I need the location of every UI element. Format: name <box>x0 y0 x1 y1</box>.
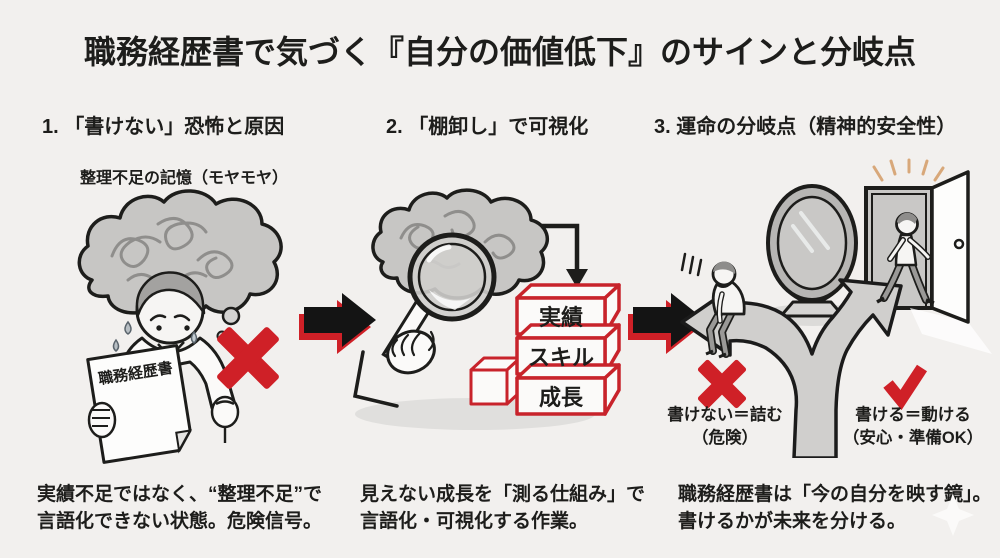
elbow-arrow-icon <box>541 223 588 288</box>
block-label-skill: スキル <box>528 345 594 370</box>
section2-caption: 見えない成長を「測る仕組み」で 言語化・可視化する作業。 <box>360 481 645 535</box>
block-label-jisseki: 実績 <box>539 305 583 330</box>
fork-path <box>680 278 903 458</box>
bad-outcome-line2: （危険） <box>692 429 758 447</box>
good-outcome-line1: 書ける＝動ける <box>855 406 971 424</box>
crossroads-illustration <box>680 158 992 458</box>
hand-icon <box>352 329 436 408</box>
section2-heading: 2. 「棚卸し」で可視化 <box>386 116 589 138</box>
block-label-seichou: 成長 <box>539 385 584 410</box>
door-rays-icon <box>872 158 945 182</box>
arrow-right-icon <box>299 293 376 354</box>
check-mark-icon <box>883 364 928 411</box>
section1-heading: 1. 「書けない」恐怖と原因 <box>42 116 285 138</box>
magnifier-icon <box>381 232 497 365</box>
bad-outcome-line1: 書けない＝詰む <box>667 406 783 424</box>
section3-caption-line2: 書けるかが未来を分ける。 <box>678 511 907 532</box>
walking-person <box>876 212 935 305</box>
sweat-drops-icon <box>112 320 132 352</box>
worried-person-illustration: 職務経歴書 <box>77 189 283 464</box>
section3-caption-line1: 職務経歴書は「今の自分を映す鏡」。 <box>678 484 992 505</box>
resume-paper: 職務経歴書 <box>86 344 192 464</box>
left-hand <box>87 401 117 439</box>
blocks-stack <box>515 283 621 416</box>
right-hand <box>210 395 240 443</box>
mirror-icon <box>766 184 858 318</box>
good-outcome-label: 書ける＝動ける （安心・準備OK） <box>828 404 998 450</box>
section1-sublabel: 整理不足の記憶（モヤモヤ） <box>80 170 289 187</box>
section1-caption-line1: 実績不足ではなく、“整理不足”で <box>37 484 323 505</box>
inventory-illustration: 実績 スキル 成長 <box>352 188 621 430</box>
section1-caption-line2: 言語化できない状態。危険信号。 <box>37 511 323 532</box>
section2-caption-line2: 言語化・可視化する作業。 <box>360 511 589 532</box>
arrow-right-icon <box>628 293 705 354</box>
good-outcome-line2: （安心・準備OK） <box>842 429 984 447</box>
section3-heading: 3. 運命の分岐点（精神的安全性） <box>654 116 957 138</box>
section1-caption: 実績不足ではなく、“整理不足”で 言語化できない状態。危険信号。 <box>37 481 322 535</box>
sparkle-icon <box>932 494 974 536</box>
section3-caption: 職務経歴書は「今の自分を映す鏡」。 書けるかが未来を分ける。 <box>678 481 992 535</box>
slumped-person <box>680 252 746 359</box>
bad-outcome-label: 書けない＝詰む （危険） <box>645 404 805 450</box>
small-cube-icon <box>469 356 522 406</box>
cross-mark-icon <box>217 327 279 389</box>
cross-mark-icon <box>697 359 747 409</box>
page-title: 職務経歴書で気づく『自分の価値低下』のサインと分岐点 <box>83 34 916 70</box>
block-seichou <box>515 363 621 416</box>
section2-caption-line1: 見えない成長を「測る仕組み」で <box>360 484 646 505</box>
